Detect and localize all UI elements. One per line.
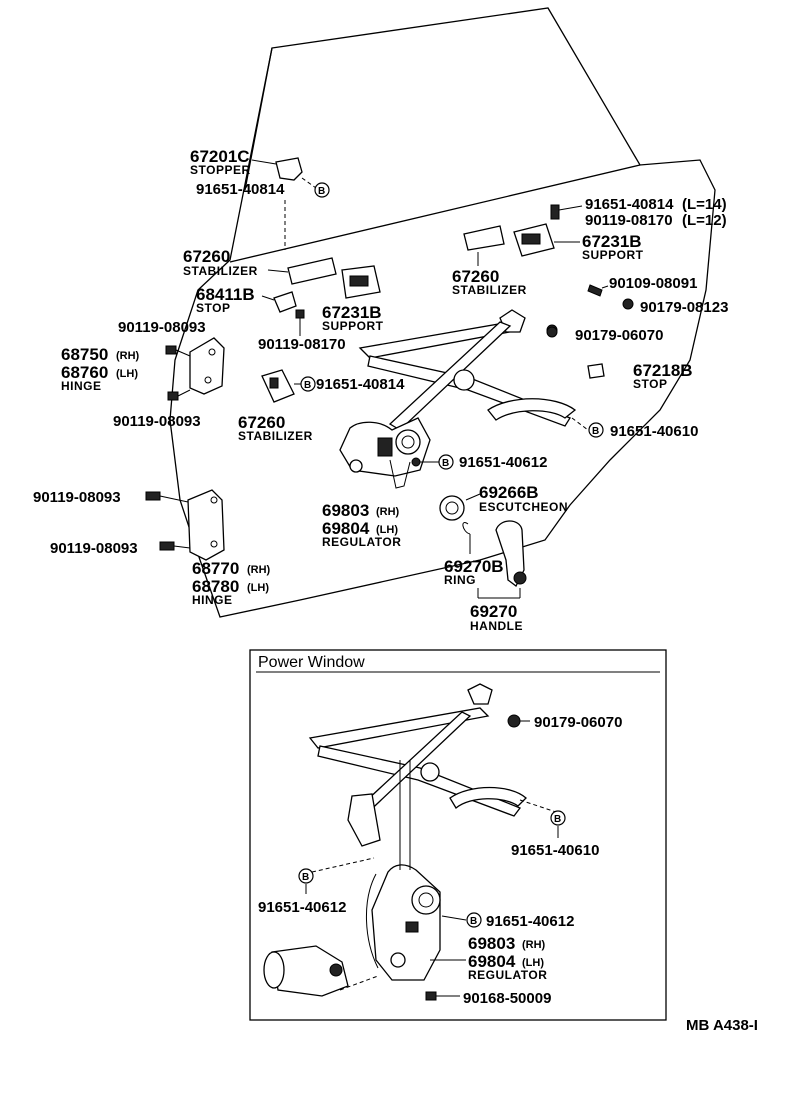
label-91651-40610-b: 91651-40610 [511,842,599,859]
label-67231b-a: 67231B [322,303,382,322]
label-stopper: STOPPER [190,163,251,177]
label-67218b: 67218B [633,361,693,380]
label-91651-40814-b: 91651-40814 [316,376,405,393]
label-lh-a: (LH) [116,368,138,380]
label-90119-08170-b: 90119-08170 [585,212,673,229]
door-outline [169,7,716,618]
lower-hinge-part [145,489,225,561]
label-l14: (L=14) [682,196,727,213]
label-lh-c: (LH) [247,582,269,594]
label-support-b: SUPPORT [582,248,644,262]
label-rh-a: (RH) [116,350,140,362]
svg-text:B: B [554,814,561,825]
svg-text:B: B [318,186,325,197]
svg-text:B: B [470,916,477,927]
label-69803-a: 69803 [322,501,369,520]
label-hinge-a: HINGE [61,379,102,393]
label-68780: 68780 [192,577,239,596]
label-90119-08093-b: 90119-08093 [113,413,201,430]
label-69270b: 69270B [444,557,504,576]
label-69803-b: 69803 [468,934,515,953]
label-ring: RING [444,573,476,587]
stop-right-part [587,363,605,379]
support-left-part [341,265,381,299]
escutcheon-part [439,493,481,521]
label-67260-b: 67260 [238,413,285,432]
label-69266b: 69266B [479,483,539,502]
power-window-title: Power Window [258,654,365,671]
label-91651-40612-b: 91651-40612 [258,899,346,916]
label-90168-50009: 90168-50009 [463,990,551,1007]
label-90109-08091: 90109-08091 [609,275,697,292]
label-stabilizer-a: STABILIZER [183,264,258,278]
svg-text:B: B [304,380,311,391]
label-stabilizer-c: STABILIZER [452,283,527,297]
label-68770: 68770 [192,559,239,578]
handle-part [477,520,527,599]
label-stabilizer-b: STABILIZER [238,429,313,443]
label-lh-d: (LH) [522,957,544,969]
svg-text:B: B [302,872,309,883]
svg-text:B: B [442,458,449,469]
upper-hinge-part [165,337,225,401]
label-90119-08093-c: 90119-08093 [33,489,121,506]
reference-code: MB A438-I [686,1017,758,1034]
stabilizer-left-part [267,257,337,285]
label-69270: 69270 [470,602,517,621]
label-68760: 68760 [61,363,108,382]
b-marker-icon [588,422,604,438]
support-right-part [513,223,580,257]
label-69804-b: 69804 [468,952,516,971]
right-screw-part [546,284,634,338]
label-91651-40612-c: 91651-40612 [486,913,574,930]
label-l12: (L=12) [682,212,727,229]
label-support-a: SUPPORT [322,319,384,333]
label-stop-b: STOP [633,377,667,391]
stopper-part: B [251,157,330,250]
label-69804-a: 69804 [322,519,370,538]
stop-part [261,291,305,336]
label-67231b-b: 67231B [582,232,642,251]
label-rh-c: (RH) [247,564,271,576]
label-90119-08093-d: 90119-08093 [50,540,138,557]
label-handle: HANDLE [470,619,523,633]
label-90179-06070-a: 90179-06070 [575,327,663,344]
stabilizer-right-part [463,225,505,266]
label-90119-08093-a: 90119-08093 [118,319,206,336]
label-68750: 68750 [61,345,108,364]
manual-regulator-part: B [339,309,589,489]
label-90119-08170-a: 90119-08170 [258,336,346,353]
label-lh-b: (LH) [376,524,398,536]
label-91651-40612-a: 91651-40612 [459,454,547,471]
label-91651-40610-a: 91651-40610 [610,423,698,440]
label-rh-d: (RH) [522,939,546,951]
label-91651-40814-a: 91651-40814 [196,181,285,198]
label-90179-06070-b: 90179-06070 [534,714,622,731]
label-rh-b: (RH) [376,506,400,518]
label-90179-08123: 90179-08123 [640,299,728,316]
stabilizer-middle-part: B [261,369,316,403]
svg-text:B: B [592,426,599,437]
label-67201c: 67201C [190,147,250,166]
power-window-box: Power Window B B B [249,649,667,1021]
label-regulator-a: REGULATOR [322,535,401,549]
right-bolt-part [550,204,583,220]
label-67260-a: 67260 [183,247,230,266]
label-91651-40814-c: 91651-40814 [585,196,674,213]
label-stop-a: STOP [196,301,230,315]
label-hinge-b: HINGE [192,593,233,607]
label-escutcheon: ESCUTCHEON [479,500,568,514]
label-regulator-b: REGULATOR [468,968,547,982]
ring-part [462,522,471,554]
label-68411b: 68411B [196,285,255,304]
label-67260-c: 67260 [452,267,499,286]
